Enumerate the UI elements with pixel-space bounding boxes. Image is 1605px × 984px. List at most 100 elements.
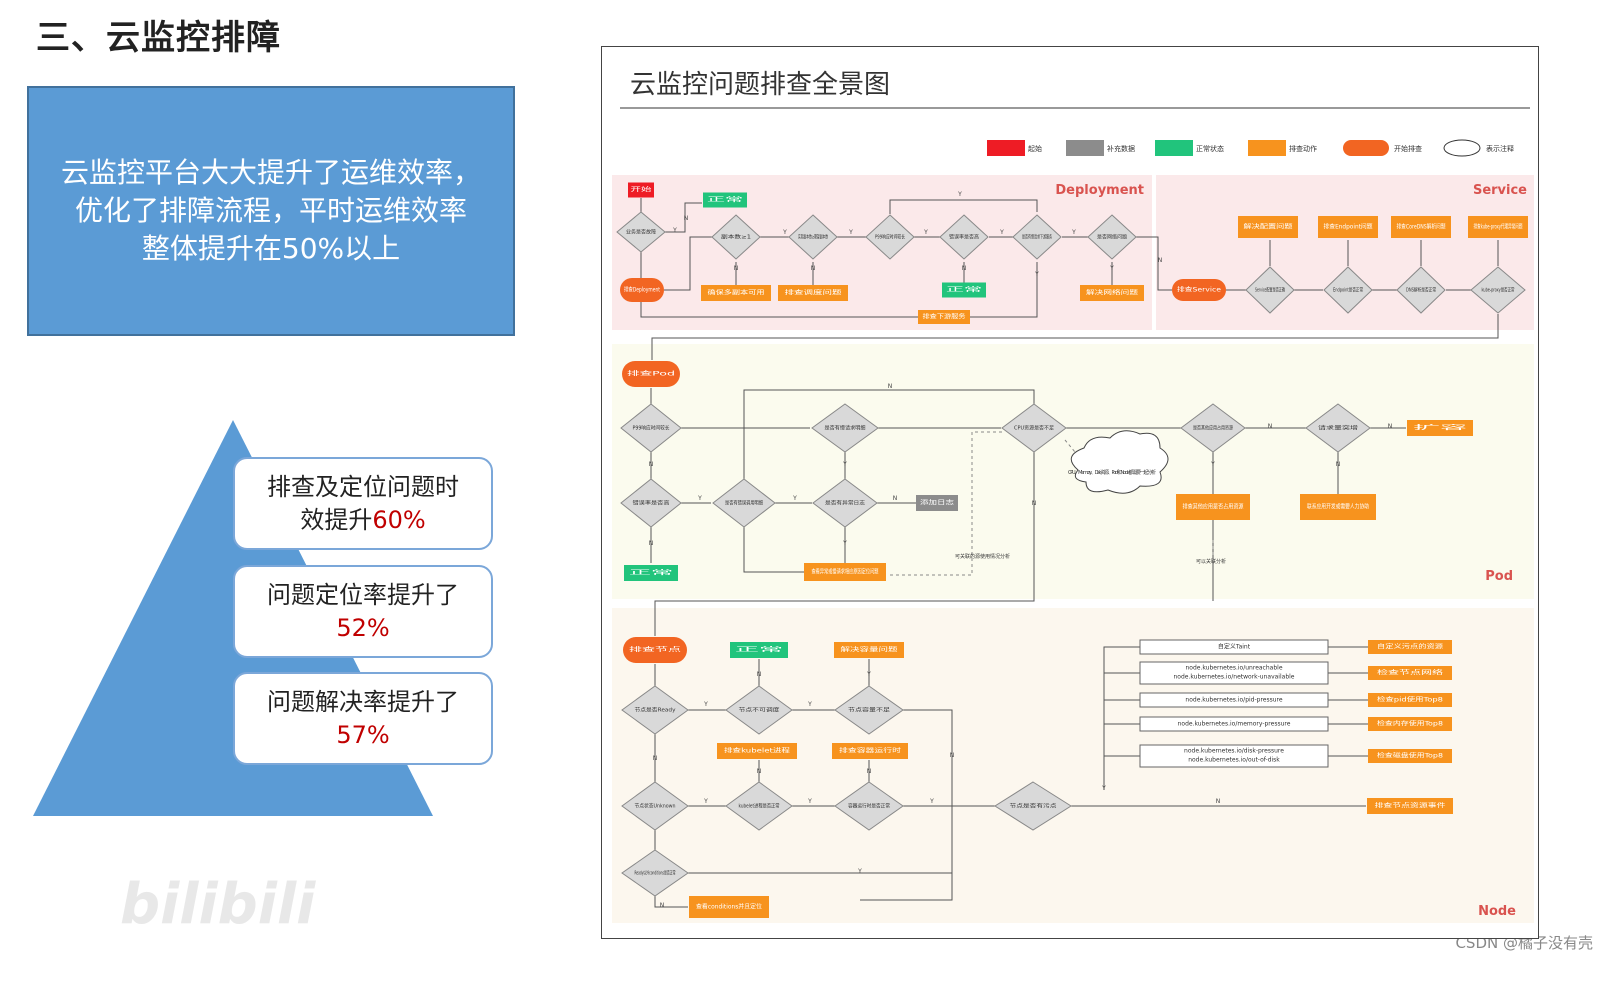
legend-swatch-data [1066,140,1104,156]
taint-label-5: node.kubernetes.io/memory-pressure [1178,721,1291,728]
taint-action-4-shape [1368,717,1452,731]
service-config-label: Service配置是否正确 [1255,287,1285,294]
slide-title: 三、云监控排障 [36,18,281,58]
legend-swatch-start [987,140,1025,156]
node-check-shape [623,637,687,663]
branch-mark-13: Y [957,191,962,198]
branch-mark-9: N [734,265,739,272]
deploy-p99-shape [865,214,915,260]
legend-label-start: 起始 [1028,144,1042,153]
metric-card-1: 排查及定位问题时 效提升60% [233,457,493,550]
node-action-runtime-label: 排查容器运行时 [839,747,901,755]
deploy-ok-2-shape [942,282,986,298]
pod-check-label: 排查Pod [627,370,675,378]
pod-add-log-shape [916,495,958,511]
service-dns-shape [1396,266,1446,314]
deployment-section [612,175,1152,330]
pod-p99-label: P99响应时间较长 [633,425,670,432]
summary-box: 云监控平台大大提升了运维效率， 优化了排障流程，平时运维效率 整体提升在50%以… [27,86,515,336]
metric-card-1-line1: 排查及定位问题时 [267,472,459,501]
branch-mark-11: N [962,265,967,272]
node-ok-label: 正常 [735,646,783,654]
taint-box-4 [1139,716,1329,732]
legend: 起始 补充数据 正常状态 排查动作 开始排查 表示注释 [987,139,1514,157]
deploy-action-network-label: 解决网络问题 [1086,289,1138,297]
node-section [612,608,1534,923]
section-label-pod: Pod [1485,569,1513,584]
node-unschedulable-label: 节点不可调度 [739,707,780,714]
branch-mark-1: N [684,215,689,222]
pod-error-log-label: 是否有异常日志 [825,500,865,507]
deploy-slow-downstream-label: 是否有慢请求下游服务 [1022,234,1052,241]
pod-error-rate-label: 错误率是否高 [633,500,670,507]
branch-mark-5: Y [923,229,928,236]
legend-label-action: 排查动作 [1289,144,1317,153]
metric-card-3: 问题解决率提升了 57% [233,672,493,765]
branch-mark-23: N [1032,500,1037,507]
pod-error-log-shape [812,478,878,528]
taint-action-5-label: 检查磁盘使用Top8 [1377,752,1443,760]
branch-mark-32: Y [703,798,708,805]
service-action-config-label: 解决配置问题 [1244,223,1293,231]
taint-label-7: node.kubernetes.io/out-of-disk [1188,757,1280,764]
branch-mark-34: Y [929,798,934,805]
deploy-network-shape [1087,214,1137,260]
node-action-conditions-label: 查看conditions并且定位 [696,903,762,911]
pod-action-scale-label: 扩容 [1413,424,1467,432]
branch-mark-38: Y [866,671,871,678]
branch-mark-6: Y [999,229,1004,236]
taint-label-2: node.kubernetes.io/unreachable [1185,665,1282,672]
branch-mark-10: N [811,265,816,272]
branch-mark-42: N [660,902,665,909]
service-action-dns-label: 排查CoreDNS解析问题 [1397,223,1446,231]
branch-mark-29: Y [807,701,812,708]
taint-box-3 [1139,692,1329,708]
legend-swatch-note [1443,139,1481,157]
service-dns-label: DNS解析是否正常 [1406,287,1436,294]
branch-mark-24: N [1268,423,1273,430]
pod-action-locate-label: 查看异常或慢请求相应原因定位问题 [812,568,879,576]
node-runtime-shape [834,781,904,831]
service-config-shape [1245,266,1295,314]
pod-action-contact-shape [1300,494,1376,520]
branch-mark-3: Y [782,229,787,236]
pod-p99-shape [620,403,682,453]
deploy-actual-replicas-shape [788,214,838,260]
node-ready-shape [621,685,689,735]
deploy-ok-1-shape [703,192,747,208]
section-label-node: Node [1478,904,1516,919]
bilibili-watermark: bilibili [120,872,316,937]
connector-lines [640,198,1499,908]
branch-mark-33: Y [807,798,812,805]
branch-mark-31: N [950,752,955,759]
deploy-p99-label: P99响应时间较长 [875,234,905,241]
legend-swatch-begin [1343,140,1389,156]
branch-mark-20: N [893,495,898,502]
service-action-config-shape [1238,216,1298,238]
pod-action-other-shape [1176,494,1250,520]
taint-action-5-shape [1368,749,1452,763]
branch-mark-15: N [888,383,893,390]
node-capacity-label: 节点容量不足 [848,707,890,714]
node-check-label: 排查节点 [629,646,681,654]
node-capacity-shape [834,685,904,735]
node-unknown-label: 节点状态Unknown [635,803,676,810]
service-action-proxy-label: 排查kube-proxy代理异常问题 [1474,223,1523,231]
service-endpoint-label: Endpoint是否正常 [1333,287,1363,294]
branch-mark-27: N [1336,461,1341,468]
pod-error-detail-shape [712,478,776,528]
deploy-actual-replicas-label: 实际副本数≥期望副本数 [798,234,828,241]
deploy-check-shape [620,278,664,302]
branch-mark-17: N [649,540,654,547]
node-conditions-shape [621,849,689,897]
note-cloud [1070,430,1169,494]
branch-mark-12: Y [1109,265,1114,272]
node-action-conditions-shape [689,896,769,918]
pod-note-2: 可以关联分析 [1196,558,1226,565]
deploy-replicas-label: 副本数≥1 [721,234,751,241]
node-runtime-label: 容器运行时是否正常 [848,803,890,810]
branch-mark-25: N [1388,423,1393,430]
branch-mark-26: Y [1210,461,1215,468]
legend-label-normal: 正常状态 [1196,144,1224,153]
